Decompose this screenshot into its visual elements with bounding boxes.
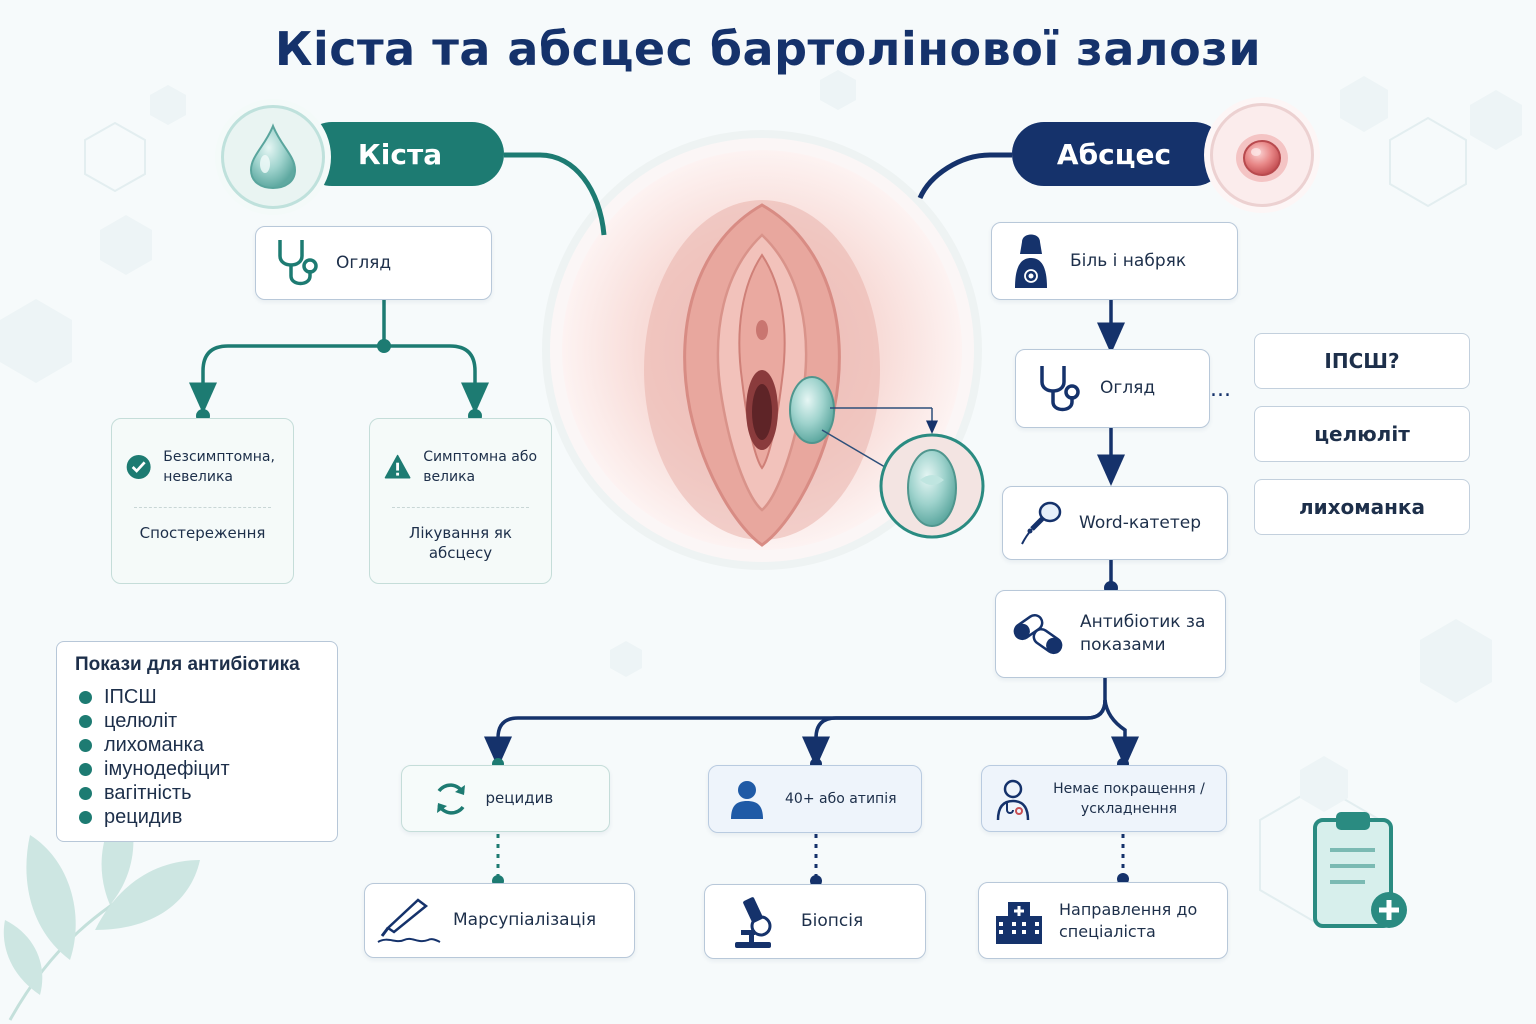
anatomy-illustration <box>542 130 985 570</box>
list-item: імунодефіцит <box>75 757 319 781</box>
hospital-icon <box>979 898 1059 944</box>
abscess-bump-icon <box>1236 134 1288 182</box>
bullet-dot <box>79 738 92 752</box>
outcome-marsupialization-label: Марсупіалізація <box>453 910 597 930</box>
outcome-biopsy-label: Біопсія <box>801 911 864 931</box>
cyst-outcome-observation: Спостереження <box>139 524 266 542</box>
word-catheter-card: Word-катетер <box>1002 486 1228 560</box>
woman-pain-icon <box>992 232 1070 290</box>
bullet-dot <box>79 786 92 800</box>
hexagon-fill-pattern <box>0 70 1522 812</box>
cyst-exam-label: Огляд <box>336 252 392 273</box>
list-item: вагітність <box>75 781 319 805</box>
clipboard-icon <box>1313 812 1407 928</box>
list-item: целюліт <box>75 709 319 733</box>
abscess-connector <box>917 152 1012 200</box>
condition-card-recurrence: рецидив <box>401 765 610 832</box>
condition-age-atypia-label: 40+ або атипія <box>785 790 897 807</box>
divider <box>392 507 529 508</box>
microscope-icon <box>705 894 801 950</box>
abscess-medallion <box>1210 103 1314 207</box>
option-cellulitis: целюліт <box>1254 406 1470 462</box>
outcome-referral-label: Направлення до спеціаліста <box>1059 899 1198 941</box>
abscess-exam-card: Огляд <box>1015 349 1210 428</box>
abscess-label: Абсцес <box>1056 137 1172 171</box>
list-item: рецидив <box>75 805 319 829</box>
catheter-icon <box>1003 498 1079 548</box>
cyst-label: Кіста <box>357 137 443 171</box>
condition-card-age-atypia: 40+ або атипія <box>708 765 922 833</box>
check-circle-icon <box>126 455 151 479</box>
abscess-exam-label: Огляд <box>1100 378 1156 398</box>
refresh-icon <box>416 779 486 819</box>
abscess-symptoms-card: Біль і набряк <box>991 222 1238 300</box>
cyst-condition-symptomatic: Симптомна або велика <box>423 449 538 485</box>
page-title: Кіста та абсцес бартолінової залози <box>274 22 1262 76</box>
cyst-tree-lines <box>189 300 489 414</box>
cyst-header-pill: Кіста <box>300 122 504 186</box>
condition-recurrence-label: рецидив <box>485 789 554 807</box>
scalpel-icon <box>365 896 453 946</box>
cyst-result-card-asymptomatic: Безсимптомна, невелика Спостереження <box>111 418 294 584</box>
bullet-dot <box>79 810 92 824</box>
cyst-outcome-treat-as-abscess: Лікування як абсцесу <box>409 524 512 562</box>
antibiotic-indications-box: Покази для антибіотика ІПСШ целюліт лихо… <box>56 641 338 842</box>
list-item: ІПСШ <box>75 685 319 709</box>
bullet-dot <box>79 690 92 704</box>
antibiotic-card: Антибіотик за показами <box>995 590 1226 678</box>
list-item: лихоманка <box>75 733 319 757</box>
cyst-result-card-symptomatic: Симптомна або велика Лікування як абсцес… <box>369 418 552 584</box>
ellipsis-connector: ... <box>1210 377 1231 402</box>
bullet-dot <box>79 714 92 728</box>
abscess-header-pill: Абсцес <box>1012 122 1226 186</box>
indications-title: Покази для антибіотика <box>75 654 300 675</box>
doctor-icon <box>982 778 1044 820</box>
divider <box>134 507 271 508</box>
cyst-condition-asymptomatic: Безсимптомна, невелика <box>163 449 275 485</box>
stethoscope-icon <box>256 236 336 290</box>
abscess-symptoms-label: Біль і набряк <box>1070 250 1187 271</box>
cyst-medallion <box>221 105 325 209</box>
condition-no-improvement-label: Немає покращення / ускладнення <box>1053 780 1205 817</box>
indications-list: ІПСШ целюліт лихоманка імунодефіцит вагі… <box>75 685 319 829</box>
bullet-dot <box>79 762 92 776</box>
antibiotic-label: Антибіотик за показами <box>1080 612 1206 655</box>
warning-triangle-icon <box>384 454 411 479</box>
condition-card-no-improvement: Немає покращення / ускладнення <box>981 765 1227 832</box>
outcome-card-referral: Направлення до спеціаліста <box>978 882 1228 959</box>
option-sti: ІПСШ? <box>1254 333 1470 389</box>
person-icon <box>709 779 785 819</box>
cyst-drop-icon <box>249 123 297 190</box>
option-fever: лихоманка <box>1254 479 1470 535</box>
word-catheter-label: Word-катетер <box>1079 512 1202 533</box>
stethoscope-icon <box>1016 362 1100 416</box>
dotted-connectors <box>496 834 1125 876</box>
outcome-card-marsupialization: Марсупіалізація <box>364 883 635 958</box>
outcome-card-biopsy: Біопсія <box>704 884 926 959</box>
pills-icon <box>996 610 1080 658</box>
abscess-tree-lines <box>484 300 1139 768</box>
cyst-connector <box>504 152 607 236</box>
cyst-exam-card: Огляд <box>255 226 492 300</box>
